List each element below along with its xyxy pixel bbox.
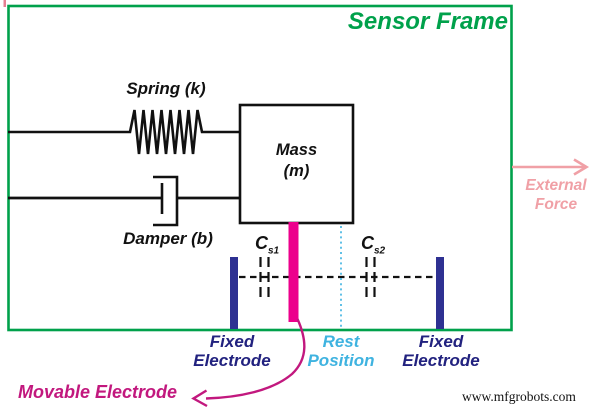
fixed-electrode-right-label: Fixed Electrode bbox=[385, 332, 497, 370]
mass-label-line2: (m) bbox=[283, 162, 310, 180]
rest-position-line1: Rest bbox=[322, 332, 360, 351]
capacitance-cs1-subscript: s1 bbox=[268, 245, 280, 257]
page-title: Sensor Frame bbox=[347, 8, 508, 35]
fixed-electrode-left-line2: Electrode bbox=[193, 351, 271, 370]
movable-electrode-label: Movable Electrode bbox=[18, 382, 178, 402]
sensor-frame-border bbox=[7, 4, 513, 332]
mass-box bbox=[238, 103, 355, 225]
external-force-label: External Force bbox=[514, 176, 598, 214]
capacitance-cs1-label: Cs1 bbox=[255, 233, 279, 257]
fixed-electrode-right-line2: Electrode bbox=[402, 351, 480, 370]
movable-electrode-bar bbox=[288, 222, 299, 322]
capacitance-cs2-subscript: s2 bbox=[374, 245, 386, 257]
damper-cylinder-icon bbox=[153, 175, 179, 227]
external-force-arrowhead-icon bbox=[573, 158, 590, 176]
mass-label-line1: Mass bbox=[275, 141, 318, 159]
capacitance-cs2-label: Cs2 bbox=[361, 233, 385, 257]
external-force-line1: External bbox=[525, 177, 587, 194]
fixed-electrode-right-line1: Fixed bbox=[418, 332, 464, 351]
spring-label: Spring (k) bbox=[126, 79, 206, 98]
rest-position-label: Rest Position bbox=[285, 332, 397, 370]
rest-position-line2: Position bbox=[307, 351, 375, 370]
capacitance-cs2-symbol: C bbox=[361, 233, 374, 253]
damper-label: Damper (b) bbox=[123, 229, 213, 248]
movable-electrode-arrow bbox=[205, 318, 306, 400]
capacitance-cs1-symbol: C bbox=[255, 233, 268, 253]
fixed-electrode-left-line1: Fixed bbox=[209, 332, 255, 351]
movable-electrode-arrowhead-icon bbox=[191, 389, 208, 408]
spring-coil-icon bbox=[8, 109, 240, 155]
corner-tick-icon bbox=[3, 0, 6, 7]
fixed-electrode-bar-left bbox=[230, 257, 238, 329]
mass-label: Mass (m) bbox=[240, 140, 353, 182]
watermark: www.mfgrobots.com bbox=[462, 389, 576, 404]
external-force-line2: Force bbox=[534, 196, 578, 213]
fixed-electrode-bar-right bbox=[436, 257, 444, 329]
fixed-electrode-left-label: Fixed Electrode bbox=[176, 332, 288, 370]
